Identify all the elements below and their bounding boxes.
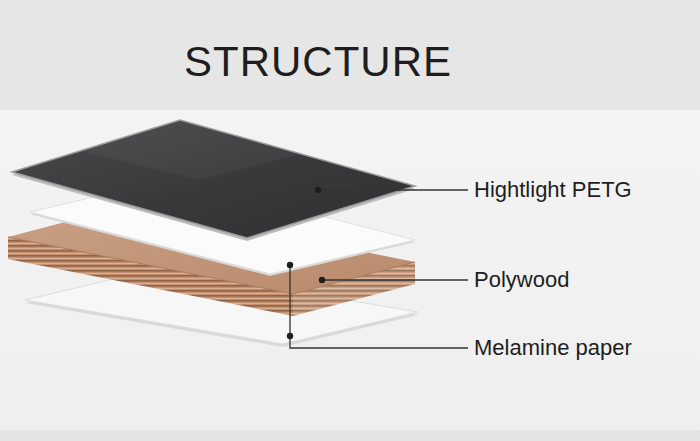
title-band — [0, 0, 700, 110]
layer-label: Hightlight PETG — [474, 177, 632, 203]
petg-sheet — [12, 120, 415, 241]
layer-label: Polywood — [474, 267, 569, 293]
bottom-band — [0, 430, 700, 441]
leader-dots — [287, 187, 325, 339]
diagram-title: STRUCTURE — [184, 38, 452, 86]
layer-label: Melamine paper — [474, 335, 632, 361]
leader-lines — [290, 190, 468, 348]
